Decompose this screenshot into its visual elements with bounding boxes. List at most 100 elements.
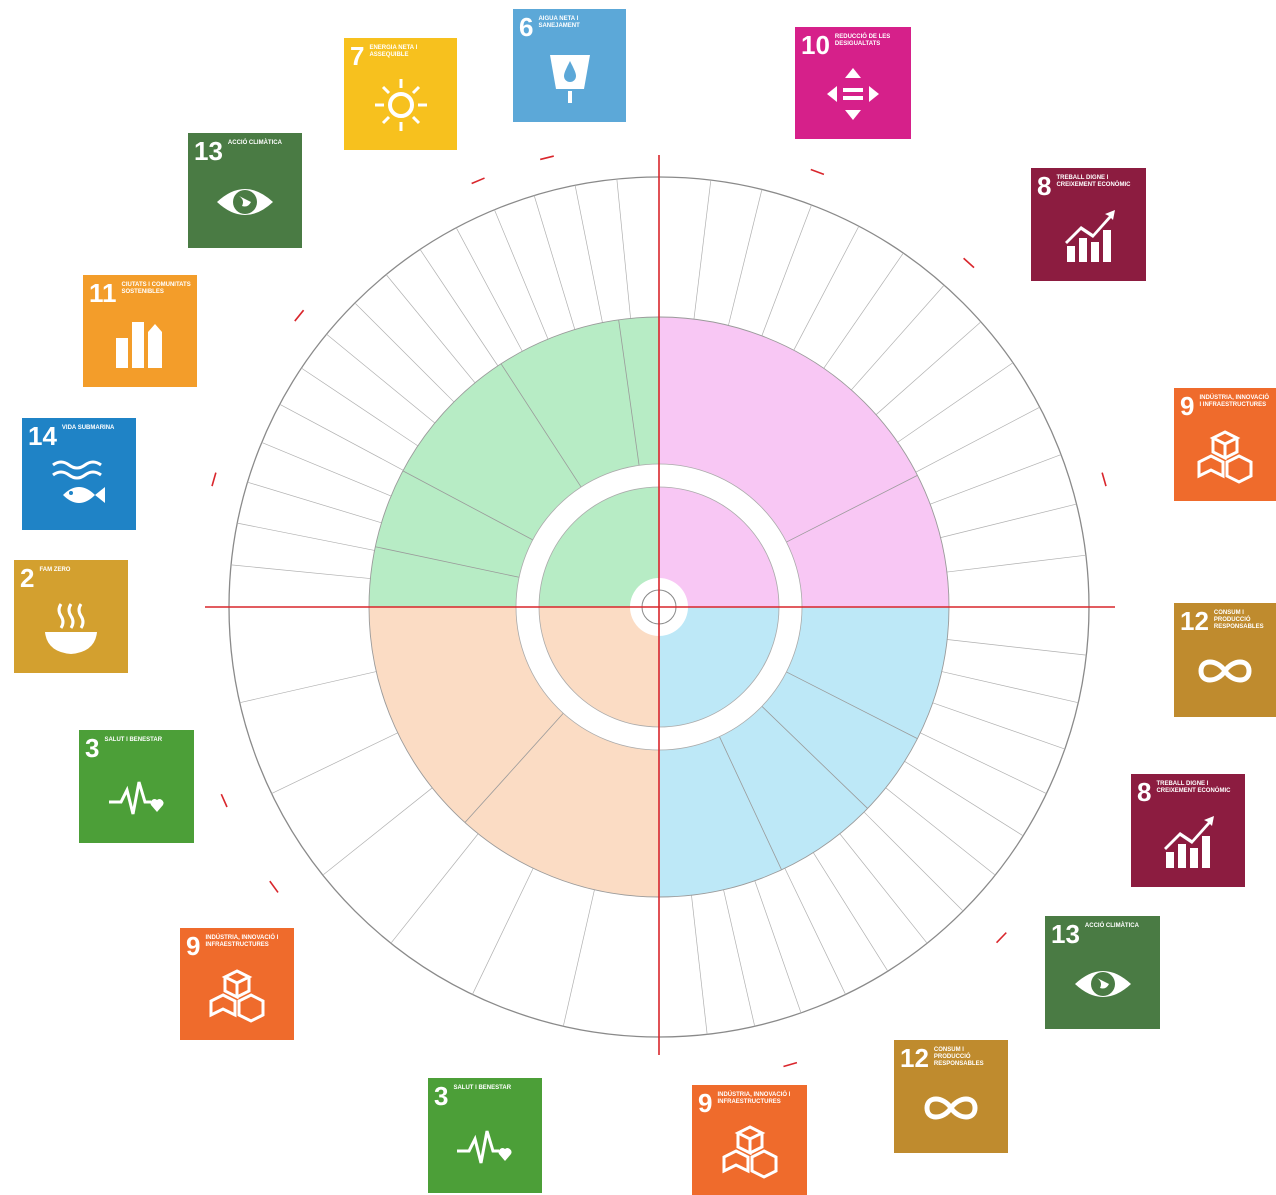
sdg-title: Consum i producció responsables — [933, 1047, 984, 1067]
megatrend-separator-dash — [471, 177, 485, 185]
sdg-12-bottom-right-tile: 12Consum i producció responsables — [894, 1040, 1008, 1153]
hub-pink — [659, 487, 779, 607]
hub-blue — [659, 607, 779, 727]
cubes-icon — [722, 1125, 777, 1179]
sdg-7-top-tile: 7Energia neta i assequible — [344, 38, 457, 150]
tech-divider — [247, 481, 382, 524]
sdg-9-left-lower-tile: 9 Indústria, innovació i infraestructures — [180, 928, 294, 1040]
tech-divider — [723, 889, 756, 1027]
tech-divider — [562, 889, 595, 1027]
tech-divider — [494, 209, 549, 340]
tech-divider — [875, 321, 982, 415]
sdg-number: 12 — [900, 1043, 929, 1073]
sdg-14-left-tile: 14 Vida submarina — [22, 418, 136, 530]
tech-divider — [322, 787, 433, 876]
tech-divider — [728, 189, 763, 326]
quadrant-green-area — [369, 317, 659, 607]
hub-orange — [539, 607, 659, 727]
tech-divider — [693, 180, 712, 320]
infinity-icon — [1198, 659, 1252, 683]
sdg-number: 9 — [186, 931, 201, 961]
subarea-divider — [618, 319, 640, 466]
tech-divider — [947, 639, 1087, 656]
sdg-number: 11 — [89, 278, 117, 308]
megatrend-separator-dash — [294, 309, 305, 322]
subarea-divider — [786, 474, 918, 543]
sdg-number: 9 — [698, 1088, 713, 1118]
sdg-number: 13 — [1051, 919, 1080, 949]
tech-divider — [839, 833, 928, 944]
cubes-icon — [209, 969, 265, 1023]
infinity-icon — [924, 1096, 978, 1120]
tech-divider — [851, 284, 945, 391]
tech-divider — [940, 503, 1077, 538]
tech-divider — [261, 442, 392, 497]
tech-divider — [455, 227, 523, 352]
megatrend-separator-dash — [995, 932, 1007, 944]
tech-divider — [691, 895, 708, 1035]
sdg-2-left-tile: 2 Fam zero — [14, 560, 128, 673]
sdg-title: Acció climàtica — [1084, 923, 1139, 929]
tech-divider — [419, 249, 499, 367]
tech-divider — [301, 367, 419, 447]
tech-divider — [784, 868, 846, 995]
tech-divider — [930, 454, 1062, 505]
sdg-title: Consum i producció responsables — [1213, 610, 1264, 630]
tech-divider — [574, 185, 603, 323]
subarea-divider — [402, 470, 533, 541]
bowl-icon — [45, 602, 97, 654]
tech-divider — [885, 787, 996, 876]
eye-globe-icon — [1074, 970, 1131, 997]
megatrend-separator-dash — [783, 1061, 798, 1068]
tech-divider — [863, 811, 964, 912]
sdg-3-bottom-tile: 3Salut i benestar — [428, 1078, 542, 1193]
tech-divider — [915, 406, 1040, 473]
cubes-icon — [1197, 430, 1253, 484]
megatrend-separator-dash — [810, 168, 825, 176]
tech-divider — [385, 274, 476, 384]
sdg-9-bottom-tile: 9 Indústria, innovació i infraestructures — [692, 1085, 807, 1195]
tech-divider — [823, 252, 904, 369]
equality-arrows-icon — [827, 68, 879, 121]
megatrend-separator-dash — [1101, 472, 1107, 487]
tech-divider — [932, 702, 1065, 750]
sdg-number: 2 — [20, 563, 35, 593]
tech-divider — [472, 868, 534, 995]
sdg-title: Reducció de les desigualtats — [834, 34, 891, 47]
tech-divider — [239, 671, 377, 704]
quadrant-orange-area — [369, 607, 659, 897]
sdg-13-left-tile: 13Acció climàtica — [188, 133, 302, 248]
heartbeat-icon — [108, 781, 163, 815]
sdg-number: 3 — [85, 733, 100, 763]
subarea-divider — [500, 363, 582, 488]
sdg-title: Indústria, innovació i infraestructures — [205, 935, 279, 948]
sdg-title: Salut i benestar — [104, 737, 163, 743]
megatrend-separator-dash — [220, 793, 228, 808]
subarea-divider — [464, 713, 564, 823]
sdg-title: Fam zero — [39, 567, 71, 573]
tech-divider — [237, 522, 375, 551]
sdg-title: Ciutats i comunitats sostenibles — [121, 282, 191, 295]
quadrant-blue-area — [659, 607, 949, 897]
sdg-title: Treball digne i creixement econòmic — [1056, 175, 1131, 188]
tech-divider — [812, 852, 889, 972]
sdg-number: 14 — [28, 421, 57, 451]
sdg-title: Indústria, innovació i infraestructures — [717, 1092, 791, 1105]
hub-green — [539, 487, 659, 607]
tech-divider — [941, 671, 1079, 704]
tech-divider — [271, 732, 398, 794]
water-drop-icon — [549, 54, 590, 103]
sdg-title: Acció climàtica — [227, 140, 282, 146]
fish-icon — [52, 460, 105, 504]
megatrend-separator-dash — [540, 155, 554, 161]
sdg-6-top-tile: 6Aigua neta i sanejament — [513, 9, 626, 122]
sdg-title: Vida submarina — [61, 425, 115, 431]
sdg-10-top-tile: 10 Reducció de les desigualtats — [795, 27, 911, 139]
tech-divider — [231, 564, 371, 579]
tech-divider — [390, 833, 479, 944]
sdg-number: 10 — [801, 30, 830, 60]
megatrend-separator-dash — [963, 257, 975, 269]
tech-divider — [897, 362, 1014, 443]
sdg-number: 3 — [434, 1081, 449, 1111]
